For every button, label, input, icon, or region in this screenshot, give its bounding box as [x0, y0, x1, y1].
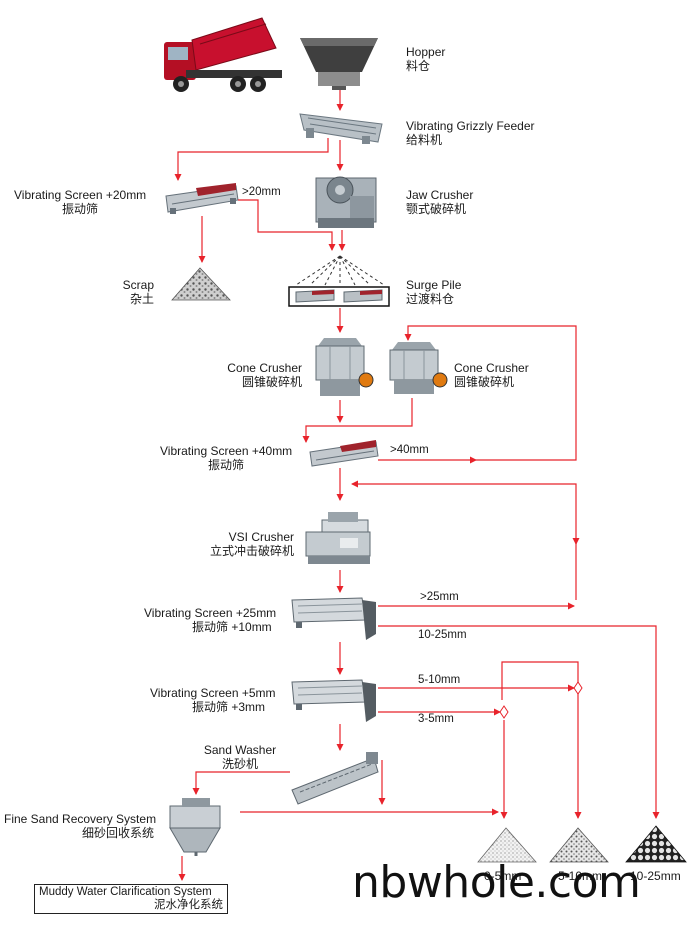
feeder-label: Vibrating Grizzly Feeder 给料机	[406, 119, 535, 147]
grizzly-feeder-icon	[299, 113, 383, 144]
vsi-en: VSI Crusher	[228, 530, 294, 544]
dump-truck-icon	[164, 17, 282, 92]
vsi-label: VSI Crusher 立式冲击破碎机	[190, 530, 294, 558]
output-5-10: 5-10mm	[418, 674, 461, 686]
scrap-zh: 杂土	[129, 292, 154, 306]
cone-crusher-2-en: Cone Crusher	[454, 361, 529, 375]
output-gt25: >25mm	[420, 591, 459, 603]
fine-sand-recovery-icon	[169, 798, 221, 856]
screen-40-en: Vibrating Screen +40mm	[160, 444, 293, 458]
hopper-en: Hopper	[406, 45, 446, 59]
screen-40-zh: 振动筛	[208, 458, 245, 472]
feeder-zh: 给料机	[406, 133, 443, 147]
vsi-crusher-icon	[305, 512, 371, 564]
screen-5-zh: 振动筛 +3mm	[192, 700, 266, 714]
fine-sand-en: Fine Sand Recovery System	[4, 812, 157, 826]
screen-20-zh: 振动筛	[62, 202, 99, 216]
scrap-pile-icon	[171, 267, 231, 301]
hopper-zh: 料仓	[406, 59, 431, 73]
surge-pile-label: Surge Pile 过渡料仓	[406, 278, 461, 306]
jaw-crusher-label: Jaw Crusher 颚式破碎机	[406, 188, 473, 216]
muddy-water-zh: 泥水净化系统	[154, 899, 223, 911]
screen-20-output: >20mm	[242, 186, 281, 198]
feeder-en: Vibrating Grizzly Feeder	[406, 119, 535, 133]
fine-sand-label: Fine Sand Recovery System 细砂回收系统	[4, 812, 157, 840]
sand-washer-zh: 洗砂机	[221, 757, 258, 771]
screen-20-label: Vibrating Screen +20mm 振动筛	[14, 188, 146, 216]
screen-40-label: Vibrating Screen +40mm 振动筛	[160, 444, 292, 472]
scrap-label: Scrap 杂土	[110, 278, 154, 306]
cone-crusher-2-icon	[389, 342, 448, 394]
vsi-zh: 立式冲击破碎机	[209, 544, 294, 558]
output-10-25: 10-25mm	[418, 629, 467, 641]
surge-pile-zh: 过渡料仓	[406, 292, 455, 306]
surge-pile-en: Surge Pile	[406, 278, 462, 292]
junction-markers	[499, 681, 583, 719]
product-label-0-5: 0-5mm	[484, 869, 522, 883]
flow-arrows	[174, 90, 660, 881]
vibrating-screen-20-icon	[165, 183, 239, 214]
screen-5-en: Vibrating Screen +5mm	[150, 686, 276, 700]
cone-crusher-1-en: Cone Crusher	[227, 361, 302, 375]
jaw-crusher-en: Jaw Crusher	[406, 188, 474, 202]
watermark: nbwhole.com	[352, 857, 641, 908]
screen-25-label: Vibrating Screen +25mm 振动筛 +10mm	[144, 606, 276, 634]
scrap-en: Scrap	[122, 278, 154, 292]
muddy-water-label: Muddy Water Clarification System 泥水净化系统	[34, 884, 228, 914]
muddy-water-en: Muddy Water Clarification System	[39, 886, 212, 898]
screen-25-zh: 振动筛 +10mm	[192, 620, 272, 634]
vibrating-screen-40-icon	[309, 440, 379, 467]
product-label-5-10: 5-10mm	[558, 869, 603, 883]
product-pile-5-10-icon	[549, 827, 609, 863]
sand-washer-en: Sand Washer	[203, 743, 277, 757]
product-label-10-25: 10-25mm	[630, 869, 681, 883]
cone-crusher-2-label: Cone Crusher 圆锥破碎机	[454, 361, 529, 389]
sand-washer-icon	[291, 752, 379, 805]
hopper-label: Hopper 料仓	[406, 45, 445, 73]
hopper-icon	[300, 38, 378, 90]
product-pile-0-5-icon	[477, 827, 537, 863]
vibrating-screen-25-icon	[291, 597, 376, 640]
surge-feeder-icon	[295, 289, 383, 303]
vibrating-screen-5-icon	[291, 679, 376, 722]
screen-5-label: Vibrating Screen +5mm 振动筛 +3mm	[150, 686, 276, 714]
surge-pile-icon	[295, 255, 385, 286]
cone-crusher-2-zh: 圆锥破碎机	[454, 375, 515, 389]
screen-40-output: >40mm	[390, 444, 429, 456]
output-3-5: 3-5mm	[418, 713, 454, 725]
cone-crusher-1-icon	[315, 338, 374, 396]
fine-sand-zh: 细砂回收系统	[81, 826, 154, 840]
product-pile-10-25-icon	[625, 825, 687, 863]
screen-25-en: Vibrating Screen +25mm	[144, 606, 277, 620]
cone-crusher-1-label: Cone Crusher 圆锥破碎机	[210, 361, 302, 389]
jaw-crusher-icon	[315, 176, 377, 228]
jaw-crusher-zh: 颚式破碎机	[406, 202, 467, 216]
sand-washer-label: Sand Washer 洗砂机	[200, 743, 280, 771]
screen-20-en: Vibrating Screen +20mm	[14, 188, 147, 202]
cone-crusher-1-zh: 圆锥破碎机	[241, 375, 302, 389]
